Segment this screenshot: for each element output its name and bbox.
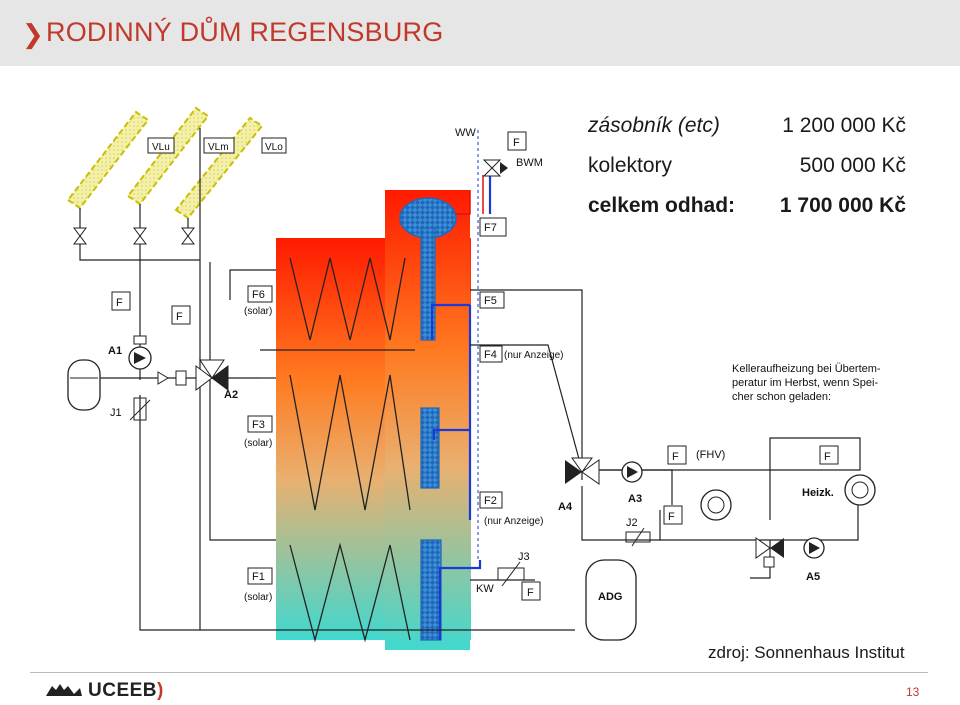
sensor-f4: F4 (484, 349, 497, 361)
label-j2: J2 (626, 517, 638, 529)
collector-lower (66, 110, 150, 210)
cost-value-total: 1 700 000 Kč (779, 194, 906, 217)
solar-label-f3: (solar) (244, 438, 272, 449)
sensor-f-kw: F (527, 587, 534, 599)
sensor-f7: F7 (484, 222, 497, 234)
heizk-label: Heizk. (802, 487, 834, 499)
cost-row-total: celkem odhad: 1 700 000 Kč (588, 194, 928, 234)
adg-vessel (585, 559, 637, 641)
valve-a4 (565, 457, 600, 485)
sensor-f-a3: F (668, 511, 675, 523)
note-line-1: Kelleraufheizung bei Übertem- (732, 363, 881, 375)
dhw-valve (482, 159, 508, 177)
mixing-valve-a2 (157, 359, 229, 391)
label-a4: A4 (558, 501, 573, 513)
footer-divider (30, 672, 928, 673)
nur-anzeige-f4: (nur Anzeige) (504, 350, 563, 361)
page-title: RODINNÝ DŮM REGENSBURG (46, 17, 444, 47)
nur-anzeige-f2: (nur Anzeige) (484, 516, 543, 527)
expansion-vessel (67, 359, 101, 411)
sensor-f6: F6 (252, 289, 265, 301)
page-number: 13 (906, 685, 920, 699)
cost-label-collectors: kolektory (588, 154, 673, 177)
cold-water-pipes (430, 175, 492, 640)
solar-label-f1: (solar) (244, 592, 272, 603)
cost-row-storage: zásobník (etc) 1 200 000 Kč (588, 114, 928, 154)
sensor-f-fhv: F (672, 451, 679, 463)
chevron-right-icon: ❯ (22, 20, 44, 50)
sensor-f1: F1 (252, 571, 265, 583)
tank-coils (289, 257, 411, 643)
sensor-boxes (111, 131, 839, 601)
sensor-f-heizk: F (824, 451, 831, 463)
kw-label: KW (476, 583, 494, 595)
label-a1: A1 (108, 345, 122, 357)
bwm-label: BWM (516, 157, 543, 169)
label-j3: J3 (518, 551, 530, 563)
collector-label-vlo: VLo (265, 142, 283, 153)
adg-label: ADG (598, 591, 622, 603)
note-line-2: peratur im Herbst, wenn Spei- (732, 377, 878, 389)
logo-text: UCEEB) (88, 680, 164, 702)
collector-middle (126, 106, 210, 206)
collector-label-vlu: VLu (152, 142, 170, 153)
note-line-3: cher schon geladen: (732, 391, 831, 403)
source-citation: zdroj: Sonnenhaus Institut (708, 643, 905, 662)
solar-collectors: VLu VLm VLo (66, 106, 287, 630)
label-a5: A5 (806, 571, 820, 583)
cost-label-storage: zásobník (etc) (588, 114, 720, 137)
sensor-f2: F2 (484, 495, 497, 507)
system-pipework (100, 262, 861, 631)
hot-water-pipe (455, 175, 484, 215)
label-a3: A3 (628, 493, 642, 505)
fhv-label: (FHV) (696, 449, 725, 461)
sensor-f3: F3 (252, 419, 265, 431)
cost-value-collectors: 500 000 Kč (799, 154, 906, 177)
ww-label: WW (455, 127, 476, 139)
solar-label-f6: (solar) (244, 306, 272, 317)
header-bar: ❯ RODINNÝ DŮM REGENSBURG (0, 0, 960, 66)
collector-upper (174, 116, 264, 220)
lion-emblem-icon (46, 684, 82, 696)
sensor-f5: F5 (484, 295, 497, 307)
pump-a5 (755, 537, 825, 568)
heat-loads (700, 474, 876, 521)
collector-label-vlm: VLm (208, 142, 229, 153)
label-j1: J1 (110, 407, 122, 419)
sensor-f-left: F (116, 297, 123, 309)
temperature-sensors (129, 397, 651, 587)
storage-tank (276, 190, 471, 650)
cost-value-storage: 1 200 000 Kč (782, 114, 906, 137)
sensor-f-ww: F (513, 137, 520, 149)
logo-main-text: UCEEB (88, 680, 158, 701)
cost-summary: zásobník (etc) 1 200 000 Kč kolektory 50… (588, 114, 928, 234)
cost-row-collectors: kolektory 500 000 Kč (588, 154, 928, 194)
diagram-labels: WW F BWM F7 F F F6 (solar) F5 F4 (nur An… (108, 127, 881, 603)
logo-paren: ) (157, 680, 164, 701)
pump-a3 (621, 461, 643, 483)
sensor-f-mid: F (176, 311, 183, 323)
pump-a1 (128, 335, 152, 370)
cost-label-total: celkem odhad: (588, 194, 736, 217)
label-a2: A2 (224, 389, 238, 401)
